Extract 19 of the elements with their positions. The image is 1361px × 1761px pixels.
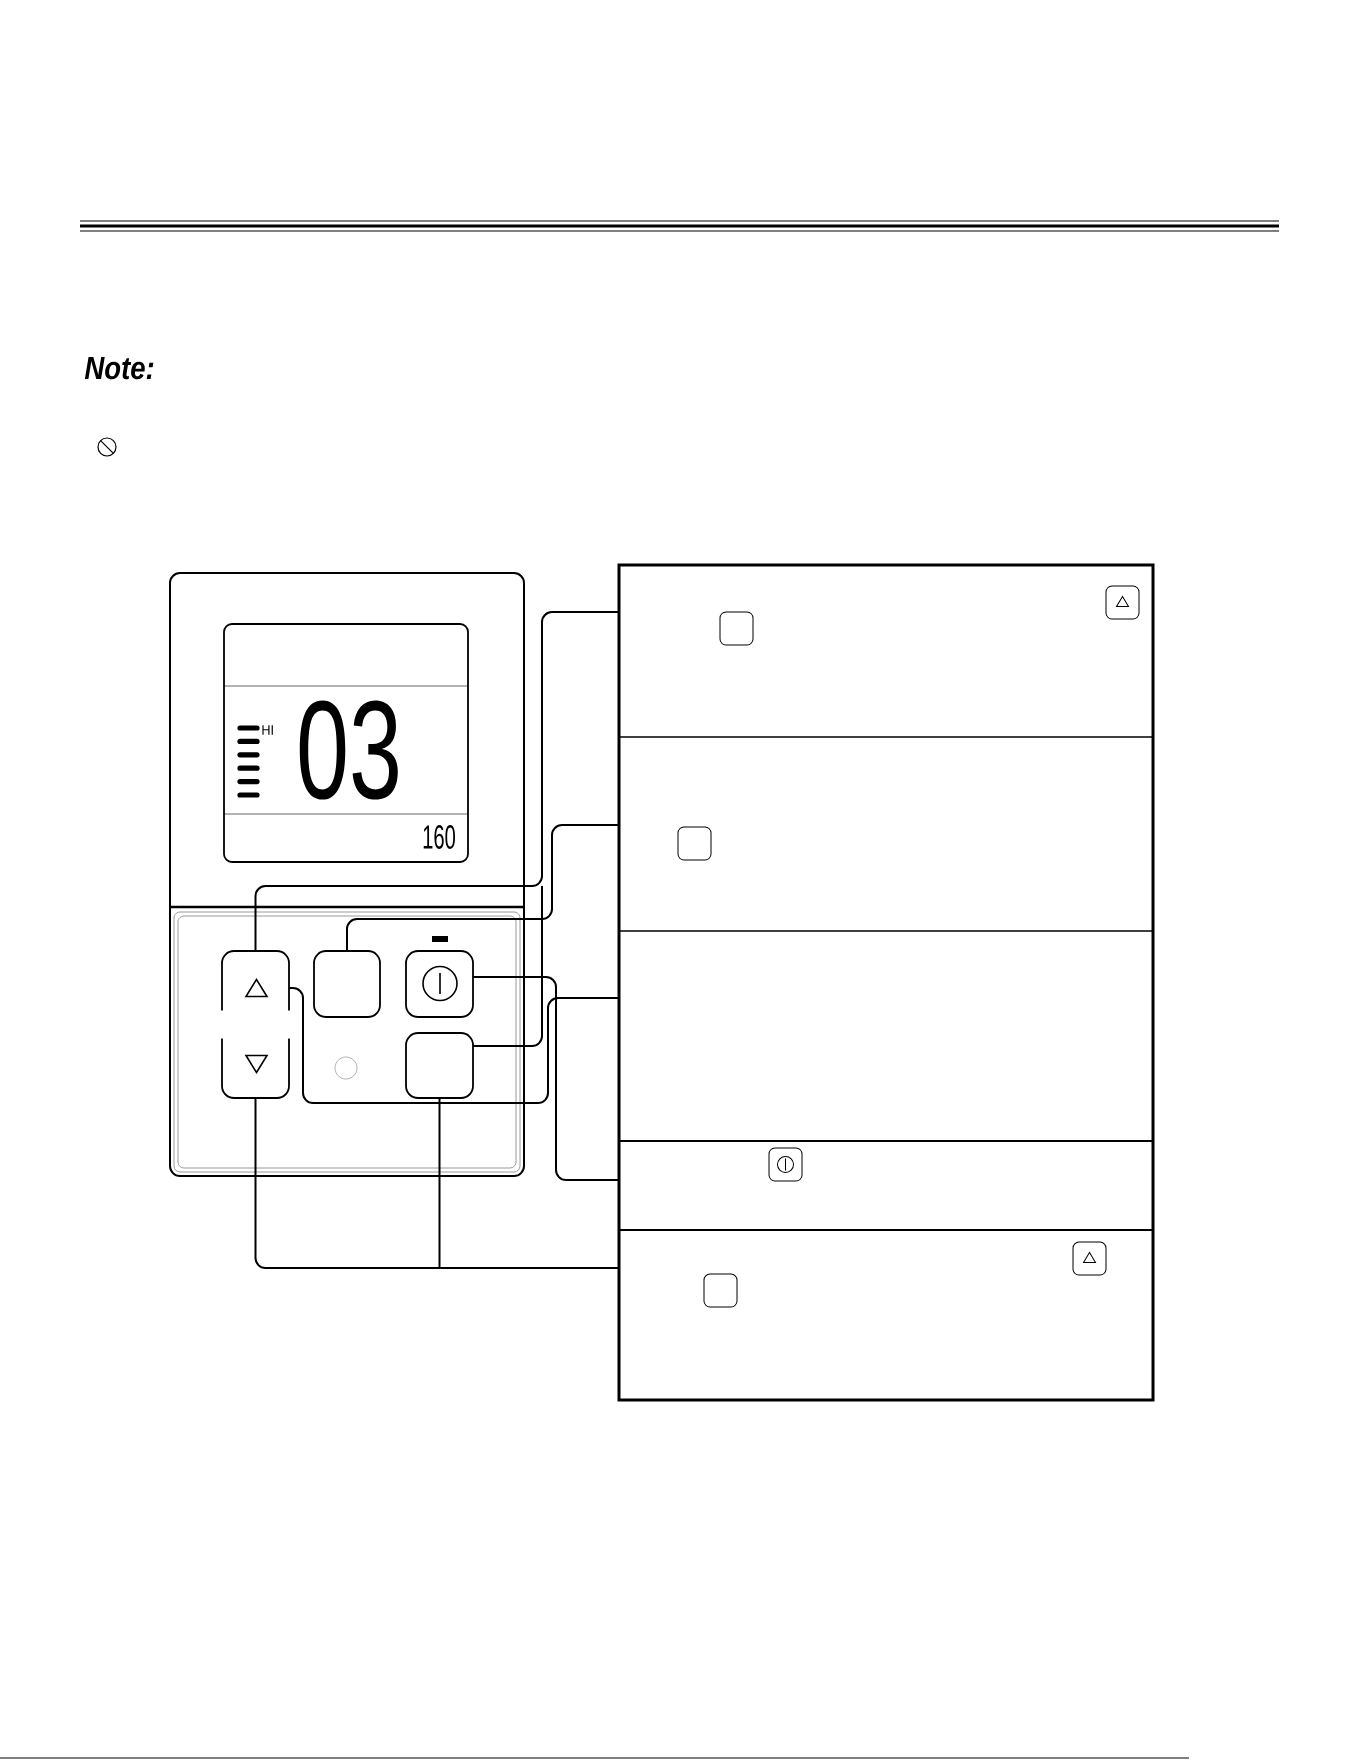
table-row [618, 1140, 1154, 1231]
leader-line [472, 976, 620, 1181]
table-row [618, 1229, 1154, 1401]
button [313, 950, 381, 1018]
leader-line [254, 611, 620, 1047]
lcd-digits: 03 [299, 700, 398, 800]
table-row [618, 736, 1154, 932]
controller-body [169, 572, 525, 1177]
leader-line [254, 1097, 620, 1269]
lcd-label: HI [262, 725, 273, 735]
lcd-digits: 160 [423, 825, 455, 849]
callout-table [617, 563, 1155, 1402]
power-button [405, 950, 474, 1018]
button [405, 1032, 474, 1099]
table-row [618, 564, 1154, 738]
leader-line [346, 824, 620, 952]
note-heading: Note: [84, 357, 154, 380]
up-down-key [219, 950, 292, 1099]
table-row [618, 930, 1154, 1142]
